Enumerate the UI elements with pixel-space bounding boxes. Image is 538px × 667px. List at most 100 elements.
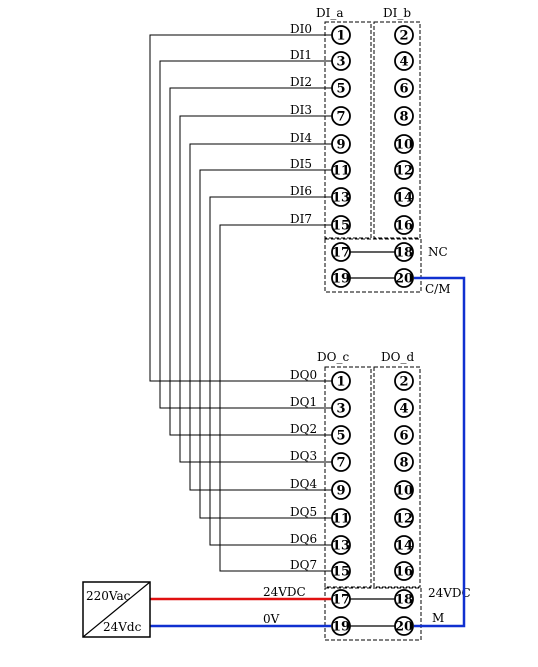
- di-terminal-left: 15: [331, 215, 351, 235]
- terminal-number: 6: [399, 429, 408, 444]
- di-terminal-right: 4: [394, 51, 414, 71]
- terminal-number: 17: [332, 593, 350, 608]
- terminal-number: 16: [395, 219, 413, 234]
- di-terminal-19: 19: [331, 268, 351, 288]
- di-label: DI5: [290, 157, 312, 171]
- do-terminal-right: 14: [394, 535, 414, 555]
- di-label: DI4: [290, 131, 312, 145]
- di-terminal-left: 3: [331, 51, 351, 71]
- do-terminal-left: 5: [331, 425, 351, 445]
- signal-wire: [149, 34, 332, 382]
- terminal-number: 9: [336, 138, 345, 153]
- do-terminal-18: 18: [394, 589, 414, 609]
- terminal-number: 17: [332, 246, 350, 261]
- di-terminal-right: 6: [394, 78, 414, 98]
- di-terminal-left: 5: [331, 78, 351, 98]
- do-terminal-right: 2: [394, 371, 414, 391]
- do-signal-wires: [159, 60, 332, 572]
- do-header-c: DO_c: [317, 350, 349, 364]
- di-terminal-right: 2: [394, 25, 414, 45]
- ps-input-label: 220Vac: [86, 589, 131, 603]
- terminal-number: 19: [332, 620, 350, 635]
- terminal-number: 20: [395, 620, 413, 635]
- wire-0v-label: 0V: [263, 612, 280, 626]
- do-terminal-left: 3: [331, 398, 351, 418]
- do-label: DQ7: [290, 558, 317, 572]
- di-terminal-right: 10: [394, 134, 414, 154]
- wire-24vdc-label: 24VDC: [263, 585, 306, 599]
- do-header-d: DO_d: [381, 350, 414, 364]
- terminal-number: 8: [399, 110, 408, 125]
- do-terminal-left: 13: [331, 535, 351, 555]
- do-label: DQ6: [290, 532, 317, 546]
- power-supply: 220Vac 24Vdc: [82, 581, 151, 638]
- terminal-number: 1: [336, 375, 345, 390]
- do-label: DQ1: [290, 395, 317, 409]
- signal-wire: [159, 60, 332, 409]
- di-terminal-left: 1: [331, 25, 351, 45]
- terminal-number: 5: [336, 82, 345, 97]
- di-terminal-17: 17: [331, 242, 351, 262]
- do-terminal-right: 4: [394, 398, 414, 418]
- di-terminal-20: 20: [394, 268, 414, 288]
- terminal-number: 15: [332, 565, 350, 580]
- terminal-number: 10: [395, 138, 413, 153]
- terminal-number: 14: [395, 191, 413, 206]
- di-terminal-right: 14: [394, 187, 414, 207]
- di-terminal-right: 8: [394, 106, 414, 126]
- terminal-number: 11: [332, 164, 350, 179]
- terminal-number: 2: [399, 29, 408, 44]
- do-24vdc-label: 24VDC: [428, 586, 471, 600]
- terminal-number: 15: [332, 219, 350, 234]
- do-label: DQ5: [290, 505, 317, 519]
- di-terminal-left: 7: [331, 106, 351, 126]
- di-label: DI6: [290, 184, 312, 198]
- di-terminal-right: 16: [394, 215, 414, 235]
- do-terminal-17: 17: [331, 589, 351, 609]
- di-label: DI1: [290, 48, 312, 62]
- terminal-number: 8: [399, 456, 408, 471]
- di-signal-wires: [149, 34, 332, 546]
- terminal-number: 7: [336, 110, 345, 125]
- do-label: DQ0: [290, 368, 317, 382]
- terminal-number: 3: [336, 55, 345, 70]
- signal-wire: [189, 143, 332, 491]
- do-terminal-right: 8: [394, 452, 414, 472]
- di-label: DI3: [290, 103, 312, 117]
- signal-wire: [209, 196, 332, 546]
- terminal-number: 10: [395, 484, 413, 499]
- terminal-number: 3: [336, 402, 345, 417]
- do-terminal-left: 15: [331, 561, 351, 581]
- do-terminal-boxes: [324, 366, 422, 641]
- di-terminal-left: 11: [331, 160, 351, 180]
- terminal-number: 13: [332, 191, 350, 206]
- di-label: DI7: [290, 212, 312, 226]
- terminal-number: 2: [399, 375, 408, 390]
- terminal-number: 7: [336, 456, 345, 471]
- terminal-number: 19: [332, 272, 350, 287]
- terminal-number: 9: [336, 484, 345, 499]
- terminal-number: 1: [336, 29, 345, 44]
- terminal-number: 20: [395, 272, 413, 287]
- di-label: DI2: [290, 75, 312, 89]
- do-terminal-left: 9: [331, 480, 351, 500]
- terminal-number: 16: [395, 565, 413, 580]
- signal-wire: [199, 169, 332, 519]
- signal-wire: [219, 224, 332, 572]
- di-terminal-18: 18: [394, 242, 414, 262]
- do-terminal-right: 6: [394, 425, 414, 445]
- do-terminal-right: 10: [394, 480, 414, 500]
- terminal-number: 11: [332, 512, 350, 527]
- signal-wire: [169, 87, 332, 436]
- nc-label: NC: [428, 245, 448, 259]
- terminal-number: 13: [332, 539, 350, 554]
- do-terminal-left: 11: [331, 508, 351, 528]
- blue-common-wire: [150, 276, 466, 628]
